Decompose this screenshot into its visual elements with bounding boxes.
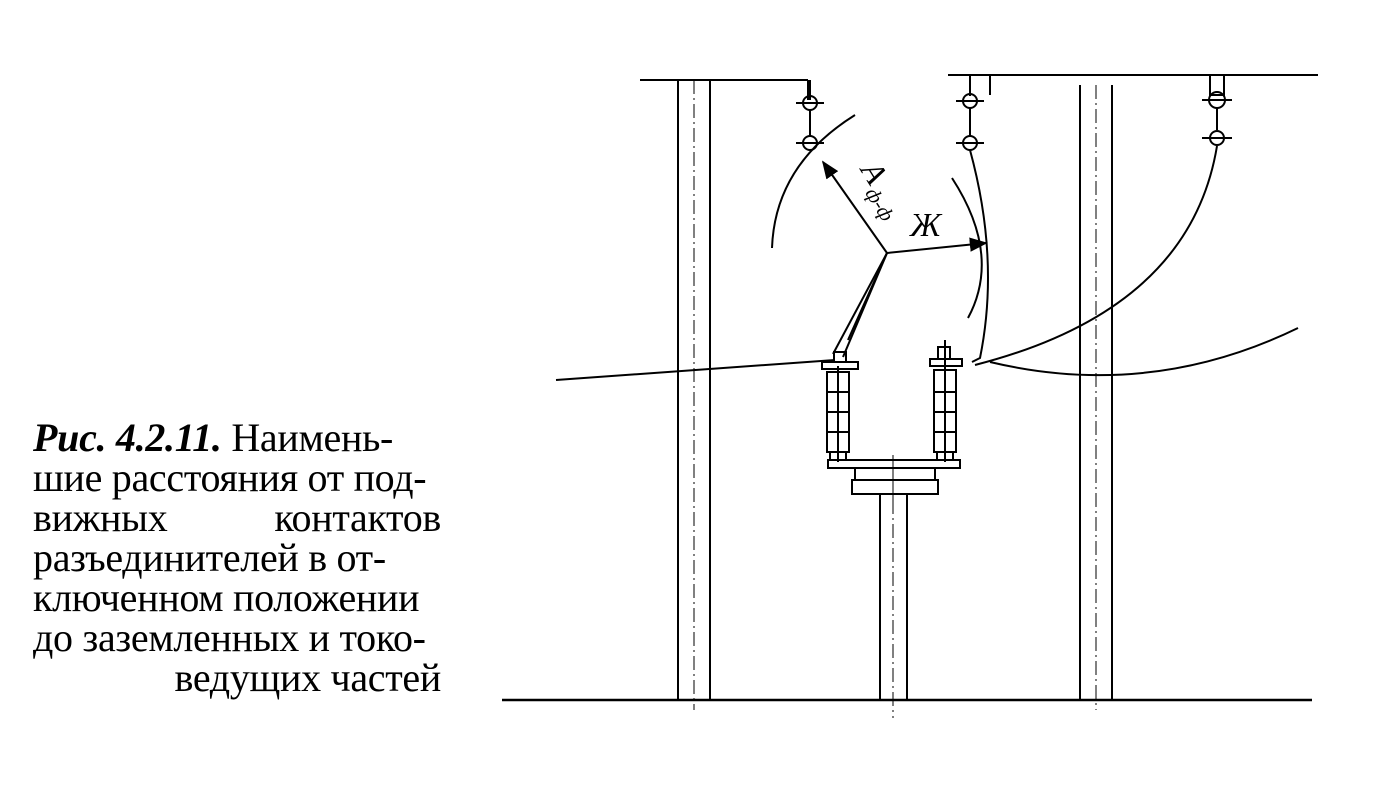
label-aff: А ф-ф	[853, 153, 898, 225]
clearance-arc-right	[951, 177, 983, 319]
dimension-line-zh	[886, 237, 988, 254]
figure-caption: Рис. 4.2.11. Наимень- шие расстояния от …	[33, 418, 441, 698]
clearance-arc-left	[771, 114, 856, 249]
caption-line-7: ведущих частей	[174, 655, 441, 700]
caption-line-5: ключенном положении	[33, 575, 420, 620]
support-pillar	[879, 494, 908, 718]
caption-line-2: шие расстояния от под-	[33, 455, 427, 500]
dimension-line-aff	[821, 160, 888, 254]
busbar-left	[555, 359, 836, 381]
insulator-string-3	[1202, 74, 1232, 146]
figure-label: Рис. 4.2.11.	[33, 415, 222, 460]
caption-line-4: разъединителей в от-	[33, 535, 386, 580]
post-insulator-left	[821, 351, 859, 462]
label-aff-subscript: ф-ф	[861, 184, 898, 225]
caption-line-6: до заземленных и токо-	[33, 615, 426, 660]
disconnector-blade	[832, 252, 888, 358]
insulator-string-2	[956, 75, 984, 151]
caption-text-1: Наимень-	[231, 415, 394, 460]
flexible-conductor-1	[969, 149, 989, 363]
flexible-conductor-2	[974, 145, 1218, 366]
post-insulator-right	[929, 340, 963, 462]
column-right	[1079, 85, 1113, 710]
column-left	[677, 80, 711, 710]
caption-word-1: вижных	[33, 495, 168, 540]
top-beam-left	[640, 79, 809, 100]
insulator-string-1	[796, 80, 824, 151]
label-aff-main: А	[853, 153, 895, 191]
top-beam-right	[948, 74, 1318, 95]
label-zh: Ж	[909, 207, 943, 244]
disconnector-base	[827, 455, 961, 500]
busbar-right	[989, 327, 1299, 377]
caption-word-2: контактов	[274, 495, 441, 540]
caption-line-3: вижных контактов	[33, 498, 441, 538]
caption-line-1: Рис. 4.2.11. Наимень-	[33, 418, 441, 458]
